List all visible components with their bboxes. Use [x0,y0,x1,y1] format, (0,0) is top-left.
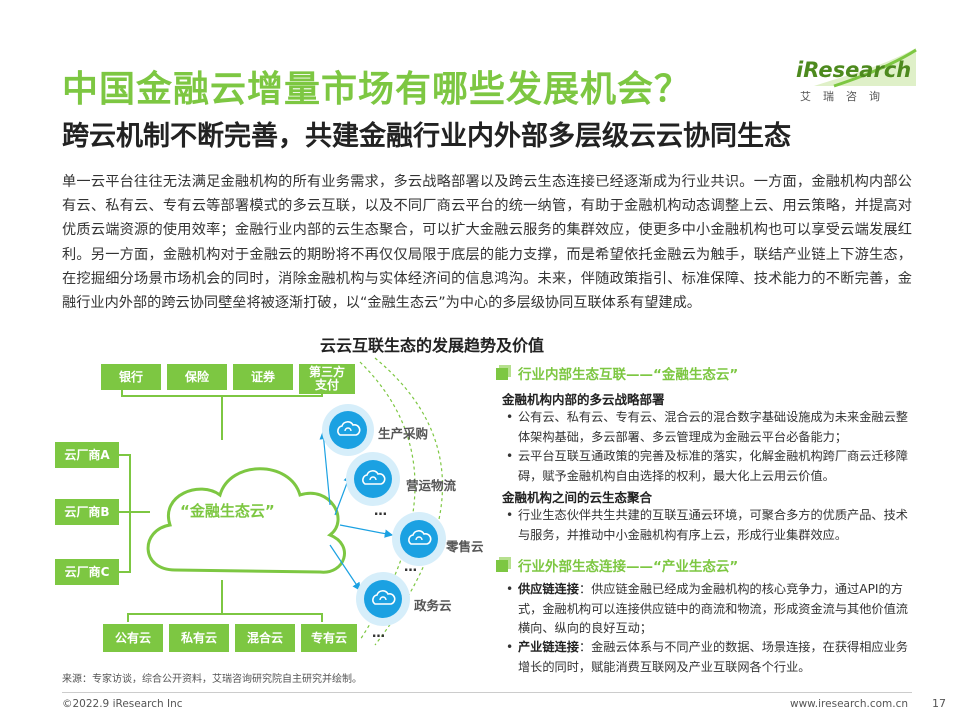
diagram-title: 云云互联生态的发展趋势及价值 [320,336,545,355]
scene-retail-ring [392,512,446,566]
page-number: 17 [932,697,946,710]
website-link[interactable]: www.iresearch.com.cn [790,698,909,710]
section-cube-icon [496,368,508,380]
source-note: 来源：专家访谈，综合公开资料，艾瑞咨询研究院自主研究并绘制。 [62,674,362,685]
scene-label-production: 生产采购 [378,426,429,441]
section1-heading: 行业内部生态互联——“金融生态云” [518,367,739,383]
ellipsis-lower: … [404,560,417,575]
copyright: ©2022.9 iResearch Inc [62,698,183,710]
box-cloud-vendor-a: 云厂商A [55,442,119,468]
cloud-sync-icon [354,460,392,498]
footer-divider [62,692,912,693]
box-public-cloud: 公有云 [103,624,163,652]
section2-heading: 行业外部生态连接——“产业生态云” [518,559,739,575]
cloud-sync-icon [329,411,367,449]
logo-brand: iResearch [796,58,912,82]
box-securities: 证券 [233,364,293,390]
iresearch-logo: iResearch 艾瑞咨询 [796,46,918,112]
section1-bullet-3: •行业生态伙伴共生共建的互联互通云环境，可聚合多方的优质产品、技术与服务，并推动… [506,508,908,542]
cloud-sync-icon [400,520,438,558]
scene-label-government: 政务云 [414,598,452,613]
ellipsis-upper: … [374,504,387,519]
section1-bullet-1: •公有云、私有云、专有云、混合云的混合数字基础设施成为未来金融云整体架构基础，多… [506,410,908,444]
section1-sub2: 金融机构之间的云生态聚合 [502,490,653,505]
box-cloud-vendor-b: 云厂商B [55,499,119,525]
intro-paragraph: 单一云平台往往无法满足金融机构的所有业务需求，多云战略部署以及跨云生态连接已经逐… [62,174,912,312]
ellipsis-bottom: … [372,626,385,641]
section-cube-icon [496,560,508,572]
box-hybrid-cloud: 混合云 [235,624,295,652]
page-subtitle: 跨云机制不断完善，共建金融行业内外部多层级云云协同生态 [62,121,791,152]
section1-bullet-2: •云平台互联互通政策的完善及标准的落实，化解金融机构跨厂商云迁移障碍，赋予金融机… [506,449,908,483]
box-private-cloud: 私有云 [169,624,229,652]
box-insurance: 保险 [167,364,227,390]
box-dedicated-cloud: 专有云 [301,624,357,652]
section2-bullet-2: •产业链连接：金融云体系与不同产业的数据、场景连接，在获得相应业务增长的同时，赋… [506,640,908,674]
scene-logistics-ring [346,452,400,506]
page-title: 中国金融云增量市场有哪些发展机会？ [62,69,692,110]
section2-bullet-1: •供应链连接：供应链金融已经成为金融机构的核心竞争力，通过API的方式，金融机构… [506,582,908,635]
cloud-sync-icon [364,580,402,618]
logo-swoosh-icon [814,48,917,88]
scene-production-ring [322,404,374,456]
section1-sub1: 金融机构内部的多云战略部署 [502,392,665,407]
box-bank: 银行 [101,364,161,390]
scene-label-logistics: 营运物流 [406,478,457,493]
box-cloud-vendor-c: 云厂商C [55,559,119,585]
scene-label-retail: 零售云 [446,539,484,554]
logo-subtitle: 艾瑞咨询 [800,90,892,103]
box-third-party-payment: 第三方 支付 [299,364,355,394]
center-cloud-label: “金融生态云” [180,502,275,520]
scene-government-ring [356,572,410,626]
